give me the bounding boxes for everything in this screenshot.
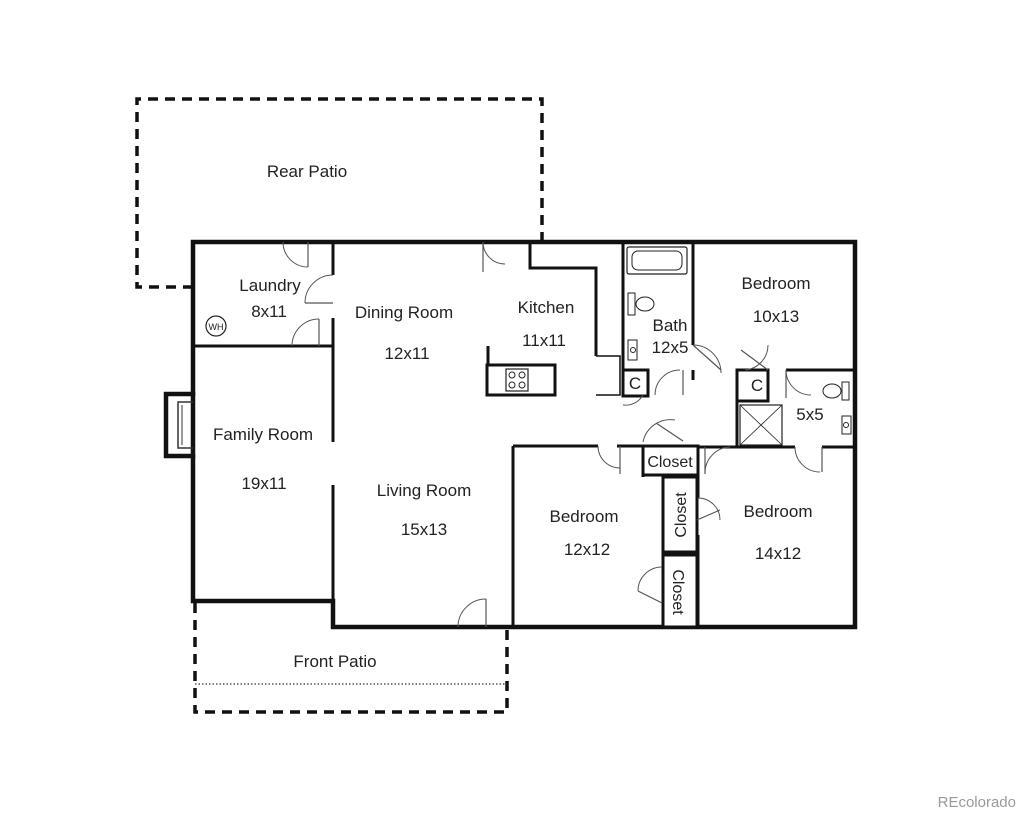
bath-label: Bath xyxy=(653,316,688,335)
rear-patio-label: Rear Patio xyxy=(267,162,347,181)
closet-c1-label: C xyxy=(629,374,641,393)
bath-size: 12x5 xyxy=(652,338,689,357)
rear-patio-outline xyxy=(135,97,544,289)
water-heater-label: WH xyxy=(209,322,224,332)
closet-v1-box xyxy=(661,475,699,554)
water-heater-icon xyxy=(205,315,227,337)
living-room-size: 15x13 xyxy=(401,520,447,539)
watermark: REcolorado xyxy=(937,794,1016,811)
pantry-cabinet xyxy=(596,355,621,396)
closet-c1-box xyxy=(621,368,650,398)
bedroom-mid-label: Bedroom xyxy=(550,507,619,526)
closet-v2-box xyxy=(661,553,699,629)
ensuite-sink-icon xyxy=(841,415,852,435)
bedroom-se-label: Bedroom xyxy=(744,502,813,521)
bedroom-ne-size: 10x13 xyxy=(753,307,799,326)
closet-c2-box xyxy=(735,368,770,403)
family-room-size: 19x11 xyxy=(241,474,286,493)
kitchen-label: Kitchen xyxy=(518,298,575,317)
kitchen-wall xyxy=(528,242,598,356)
living-room-label: Living Room xyxy=(377,481,472,500)
exterior-wall xyxy=(190,239,858,630)
family-room-label: Family Room xyxy=(213,425,313,444)
laundry-label: Laundry xyxy=(239,276,301,295)
front-patio-label: Front Patio xyxy=(293,652,376,671)
bathtub-icon xyxy=(626,246,688,275)
closet-v1-label: Closet xyxy=(673,492,690,538)
ensuite-toilet-icon xyxy=(841,381,850,401)
kitchen-size: 11x11 xyxy=(522,331,566,350)
stove-icon xyxy=(505,368,529,392)
fireplace xyxy=(163,391,196,459)
dining-room-size: 12x11 xyxy=(384,344,429,363)
closet-c2-label: C xyxy=(751,376,763,395)
hall-closet-label: Closet xyxy=(647,454,693,471)
front-patio-outline xyxy=(193,603,509,714)
fireplace-insert xyxy=(177,401,193,449)
sink-icon xyxy=(627,339,638,361)
ensuite-size: 5x5 xyxy=(796,405,823,424)
laundry-size: 8x11 xyxy=(251,302,287,321)
dining-room-label: Dining Room xyxy=(355,303,453,322)
doors xyxy=(282,241,823,628)
toilet-icon xyxy=(627,292,636,316)
bedroom-se-size: 14x12 xyxy=(755,544,801,563)
closet-v2-label: Closet xyxy=(669,569,686,615)
bedroom-mid-size: 12x12 xyxy=(564,540,610,559)
bedroom-ne-label: Bedroom xyxy=(742,274,811,293)
